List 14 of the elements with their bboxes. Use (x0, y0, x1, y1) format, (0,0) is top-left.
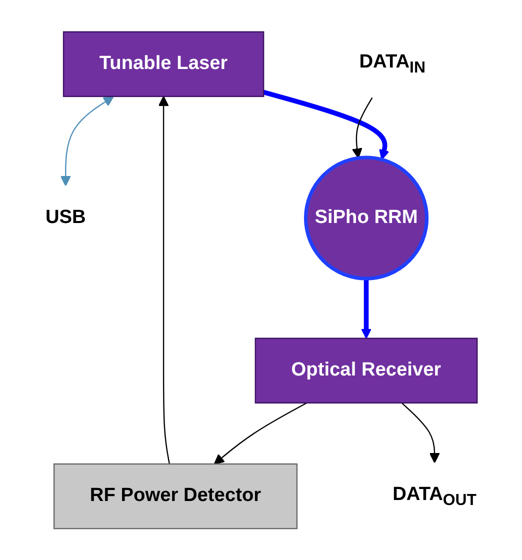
node-text: DATA$_{IN}$ (359, 52, 426, 76)
node-text: DATA$_{OUT}$ (392, 484, 477, 508)
arrow (214, 402, 308, 464)
arrow (60, 96, 114, 186)
arrow (401, 402, 440, 463)
node-circle: SiPho RRM (304, 156, 429, 280)
node-box: Optical Receiver (254, 338, 478, 404)
arrow (158, 96, 170, 464)
arrow (262, 90, 390, 160)
arrow (352, 97, 373, 158)
node-box: RF Power Detector (53, 463, 298, 529)
arrow (361, 278, 372, 339)
node-box: Tunable Laser (62, 31, 264, 97)
node-text: USB (45, 207, 86, 228)
